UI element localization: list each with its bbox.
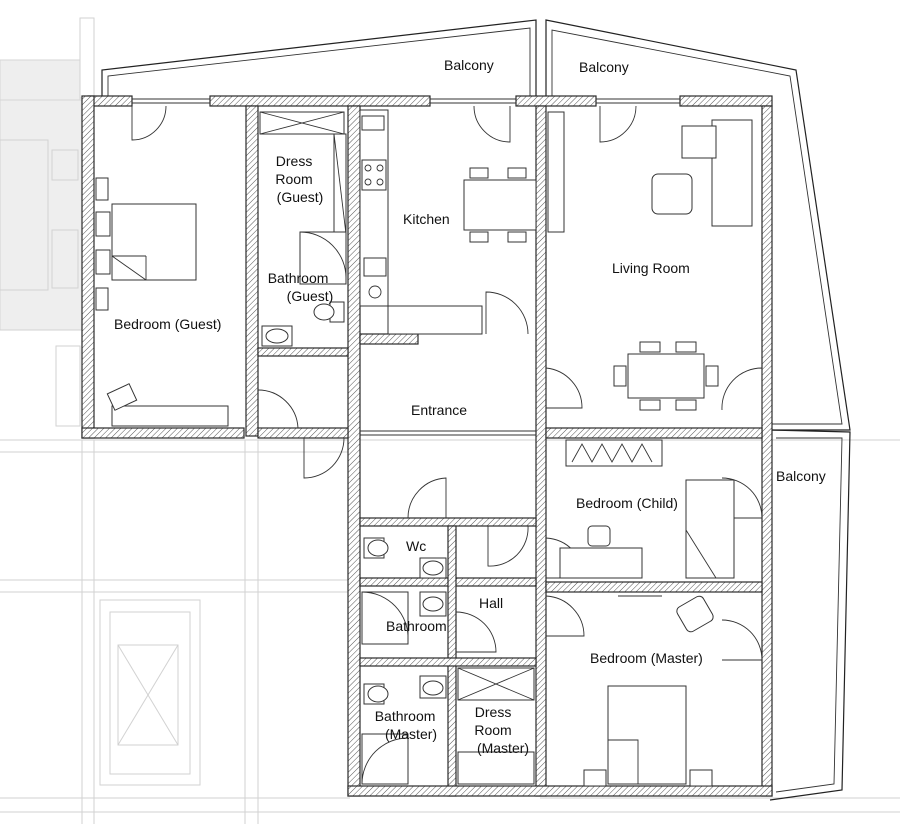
label-dress-room-guest: Dress Room (Guest) — [275, 153, 323, 205]
label-bathroom: Bathroom — [386, 618, 447, 634]
label-balcony-right: Balcony — [579, 59, 629, 75]
windows — [132, 98, 680, 436]
label-bedroom-master: Bedroom (Master) — [590, 650, 703, 666]
doors — [131, 105, 763, 661]
balconies — [101, 19, 851, 801]
label-bathroom-guest: Bathroom (Guest) — [268, 270, 334, 304]
context-background — [0, 17, 900, 824]
label-kitchen: Kitchen — [403, 211, 450, 227]
label-bedroom-guest: Bedroom (Guest) — [114, 316, 221, 332]
label-hall: Hall — [479, 595, 503, 611]
label-bedroom-child: Bedroom (Child) — [576, 495, 678, 511]
label-balcony-left: Balcony — [444, 57, 494, 73]
label-balcony-east: Balcony — [776, 468, 826, 484]
furniture — [95, 109, 753, 787]
label-bathroom-master: Bathroom (Master) — [375, 708, 440, 742]
label-living-room: Living Room — [612, 260, 690, 276]
room-labels: Balcony Balcony Balcony Dress Room (Gues… — [114, 57, 826, 756]
label-entrance: Entrance — [411, 402, 467, 418]
label-dress-room-master: Dress Room (Master) — [474, 704, 529, 756]
label-wc: Wc — [406, 538, 426, 554]
walls — [81, 95, 773, 797]
